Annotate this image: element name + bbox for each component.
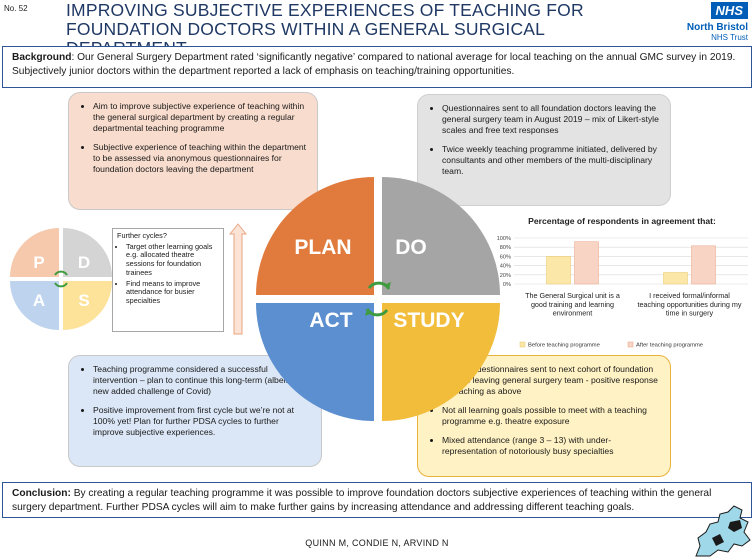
bar-before [663, 272, 688, 285]
bar-after [574, 241, 599, 285]
chart-legend: Before teaching programme After teaching … [519, 341, 703, 349]
mini-s-label: S [78, 291, 89, 310]
poster-number: No. 52 [4, 4, 28, 13]
mini-d-label: D [78, 253, 90, 272]
conclusion-label: Conclusion: [12, 488, 71, 499]
background-text: : Our General Surgery Department rated ‘… [12, 52, 736, 77]
nhs-trust-name: NHS Trust [711, 33, 748, 42]
y-tick-label: 80% [500, 245, 511, 251]
study-point: Further questionnaires sent to next coho… [442, 364, 660, 397]
authors: QUINN M, CONDIE N, ARVIND N [305, 538, 449, 548]
act-point: Positive improvement from first cycle bu… [93, 405, 311, 438]
conclusion-section: Conclusion: By creating a regular teachi… [2, 482, 752, 518]
act-label: ACT [309, 309, 352, 332]
study-label: STUDY [393, 309, 464, 332]
legend-swatch [627, 341, 634, 348]
plan-quadrant [256, 177, 374, 295]
y-tick-label: 0% [503, 282, 511, 288]
category-label: I received formal/informal [649, 291, 730, 300]
mini-pdsa-diagram: P D A S [10, 228, 112, 330]
act-quadrant [256, 303, 374, 421]
y-tick-label: 60% [500, 254, 511, 260]
category-label: environment [553, 309, 593, 318]
do-quadrant [382, 177, 500, 295]
bar-after [691, 245, 716, 285]
mini-p-quadrant [10, 228, 59, 277]
conclusion-text: By creating a regular teaching programme… [12, 488, 712, 513]
act-point: Teaching programme considered a successf… [93, 364, 311, 397]
study-quadrant [382, 303, 500, 421]
mini-a-label: A [33, 291, 45, 310]
bristol-map-icon [695, 505, 751, 557]
act-card: Teaching programme considered a successf… [68, 355, 322, 467]
up-arrow-icon [229, 223, 247, 335]
study-point: Not all learning goals possible to meet … [442, 405, 660, 427]
further-cycles-heading: Further cycles? [117, 231, 167, 240]
nhs-org-name: North Bristol [686, 22, 748, 33]
plan-card: Aim to improve subjective experience of … [68, 92, 318, 210]
category-label: teaching opportunities during my [638, 300, 742, 309]
further-cycles-box: Further cycles? Target other learning go… [112, 228, 224, 332]
further-cycles-point: Find means to improve attendance for bus… [126, 279, 219, 306]
nhs-logo: NHS North Bristol NHS Trust [674, 2, 748, 42]
category-label: The General Surgical unit is a [525, 291, 620, 300]
mini-cycle-arrows-icon [54, 270, 68, 288]
legend-label: After teaching programme [636, 343, 703, 349]
mini-s-quadrant [63, 281, 112, 330]
do-point: Twice weekly teaching programme initiate… [442, 144, 660, 177]
mini-p-label: P [33, 253, 44, 272]
y-tick-label: 40% [500, 264, 511, 270]
plan-point: Aim to improve subjective experience of … [93, 101, 307, 134]
plan-label: PLAN [294, 236, 351, 259]
do-point: Questionnaires sent to all foundation do… [442, 103, 660, 136]
plan-point: Subjective experience of teaching within… [93, 142, 307, 175]
mini-d-quadrant [63, 228, 112, 277]
background-section: Background: Our General Surgery Departme… [2, 46, 752, 88]
do-label: DO [395, 236, 427, 259]
chart-bars [546, 241, 716, 285]
pdsa-cycle-diagram: PLAN DO ACT STUDY [256, 177, 500, 421]
study-point: Mixed attendance (range 3 – 13) with und… [442, 435, 660, 457]
y-tick-label: 20% [500, 273, 511, 279]
mini-a-quadrant [10, 281, 59, 330]
further-cycles-point: Target other learning goals e.g. allocat… [126, 242, 219, 278]
category-label: time in surgery [666, 309, 714, 318]
bar-before [546, 256, 571, 285]
legend-swatch [519, 341, 526, 348]
chart-title: Percentage of respondents in agreement t… [528, 216, 716, 226]
legend-label: Before teaching programme [528, 343, 600, 349]
y-tick-label: 100% [497, 236, 511, 242]
nhs-badge: NHS [710, 2, 748, 19]
background-label: Background [12, 52, 72, 63]
do-card: Questionnaires sent to all foundation do… [417, 94, 671, 206]
chart-y-axis: 0% 20% 40% 60% 80% 100% [497, 236, 511, 288]
agreement-chart: Percentage of respondents in agreement t… [497, 216, 748, 349]
category-label: good training and learning [531, 300, 614, 309]
